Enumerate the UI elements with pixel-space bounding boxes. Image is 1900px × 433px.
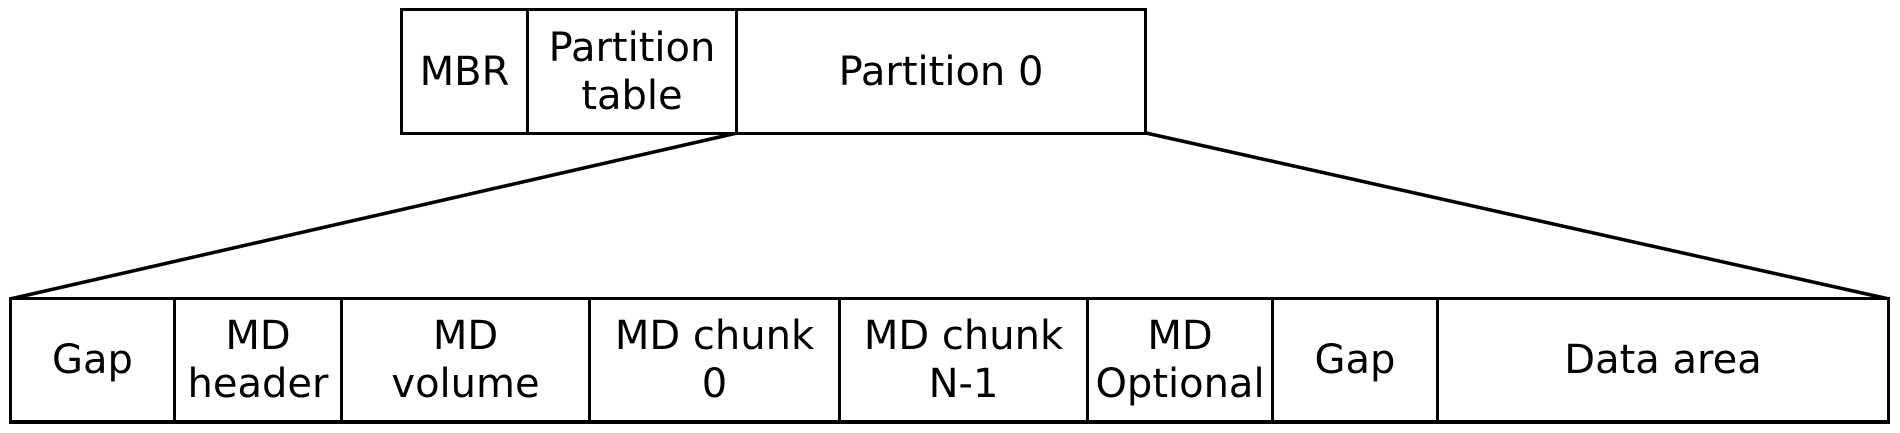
- cell-partition-0: Partition 0: [838, 48, 1044, 95]
- cell-gap-left: Gap: [12, 300, 176, 420]
- cell-gap-right: Gap: [1274, 300, 1439, 420]
- expansion-line-left: [9, 131, 738, 301]
- cell-data-area: Data area: [1564, 337, 1762, 383]
- expansion-line-right: [1145, 131, 1890, 301]
- cell-md-optional: MD Optional: [1089, 300, 1274, 420]
- cell-partition-table: Partition table: [529, 11, 738, 132]
- cell-md-header: MD header: [176, 300, 343, 420]
- cell-md-chunk-n-1: MD chunk N-1: [841, 300, 1089, 420]
- cell-mbr: MBR: [403, 11, 529, 132]
- cell-md-volume: MD volume: [343, 300, 591, 420]
- partition-0-layout-row: Gap MD header MD volume MD chunk 0 MD ch…: [9, 297, 1890, 424]
- disk-row: MBR Partition table Partition 0: [400, 8, 1147, 135]
- cell-md-chunk-0: MD chunk 0: [591, 300, 841, 420]
